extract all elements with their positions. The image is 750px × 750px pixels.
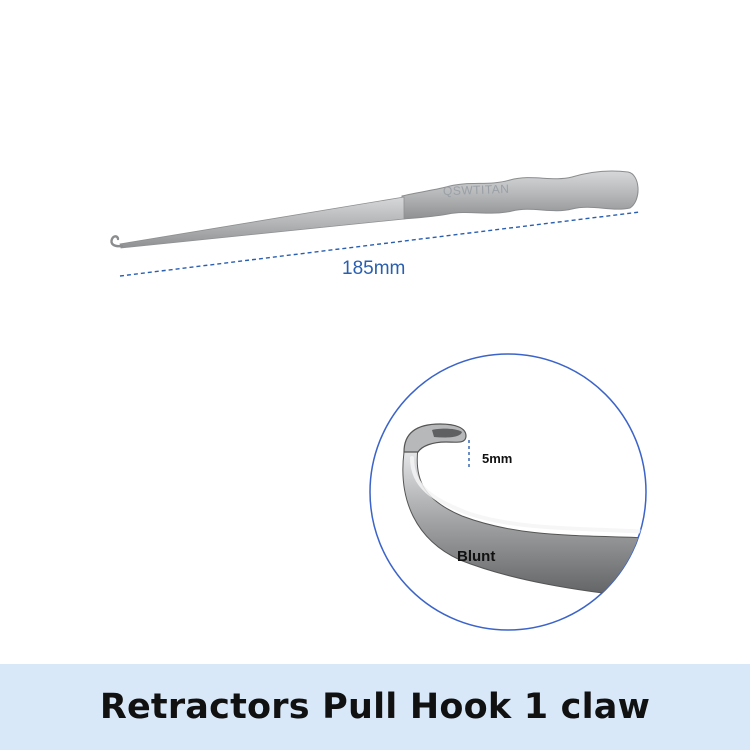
closeup-highlight [410,456,646,534]
product-title: Retractors Pull Hook 1 claw [99,687,651,727]
instrument-shaft [119,196,405,249]
title-banner: Retractors Pull Hook 1 claw [0,664,750,750]
brand-engraving: QSWTITAN [442,181,510,199]
tip-size-label: 5mm [482,451,513,466]
retractor-hook-instrument [110,170,639,249]
closeup-hook-face [432,428,462,438]
length-dimension-line [119,211,641,277]
tip-type-label: Blunt [457,548,496,565]
length-label: 185mm [342,258,406,279]
instrument-hook-tip [110,235,124,248]
hook-closeup [402,423,646,599]
instrument-handle [401,170,639,220]
closeup-rod [402,447,646,599]
